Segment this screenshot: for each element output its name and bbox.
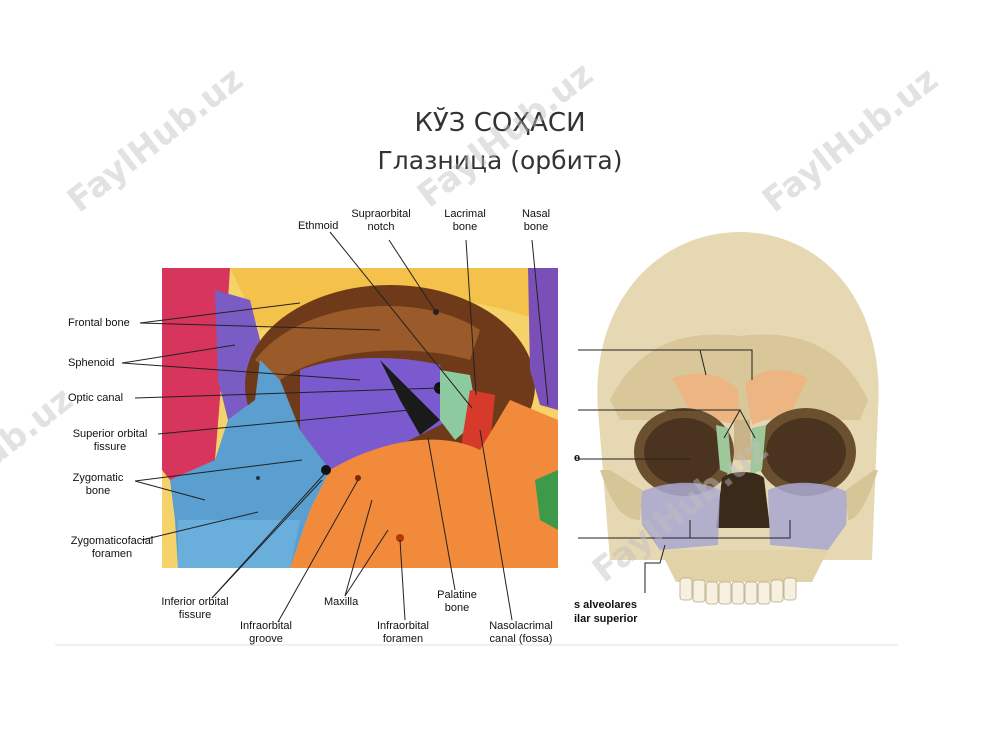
label-alveolares: s alveolares bbox=[574, 599, 637, 611]
label-palatine-bone: Palatine bone bbox=[437, 589, 477, 614]
slide-title: КЎЗ СОҲАСИ bbox=[414, 108, 586, 138]
label-supraorbital-notch: Supraorbital notch bbox=[351, 208, 411, 233]
label-optic-canal: Optic canal bbox=[68, 392, 124, 404]
label-right-e: e bbox=[574, 452, 581, 464]
label-nasal-bone: Nasal bone bbox=[521, 208, 551, 233]
slide-subtitle: Глазница (орбита) bbox=[377, 146, 623, 175]
label-infraorbital-foramen: Infraorbital foramen bbox=[377, 620, 429, 645]
skull-frontal-view bbox=[597, 232, 879, 605]
label-sphenoid: Sphenoid bbox=[68, 357, 115, 369]
label-nasolacrimal-canal: Nasolacrimal canal (fossa) bbox=[489, 620, 553, 645]
label-ethmoid: Ethmoid bbox=[298, 220, 339, 232]
label-maxillar-superior: ilar superior bbox=[574, 613, 638, 625]
label-maxilla: Maxilla bbox=[324, 596, 359, 608]
leader-lines-left bbox=[121, 231, 549, 623]
label-superior-orbital-fissure: Superior orbital fissure bbox=[72, 428, 148, 453]
orbit-lateral-diagram bbox=[162, 268, 558, 568]
label-zygomatic-bone: Zygomatic bone bbox=[72, 472, 124, 497]
label-zygomaticofacial-foramen: Zygomaticofacial foramen bbox=[70, 535, 154, 560]
label-infraorbital-groove: Infraorbital groove bbox=[240, 620, 292, 645]
leader-lines-right bbox=[578, 349, 791, 593]
label-inferior-orbital-fissure: Inferior orbital fissure bbox=[161, 596, 229, 621]
label-lacrimal-bone: Lacrimal bone bbox=[444, 208, 486, 233]
label-frontal-bone: Frontal bone bbox=[68, 317, 130, 329]
